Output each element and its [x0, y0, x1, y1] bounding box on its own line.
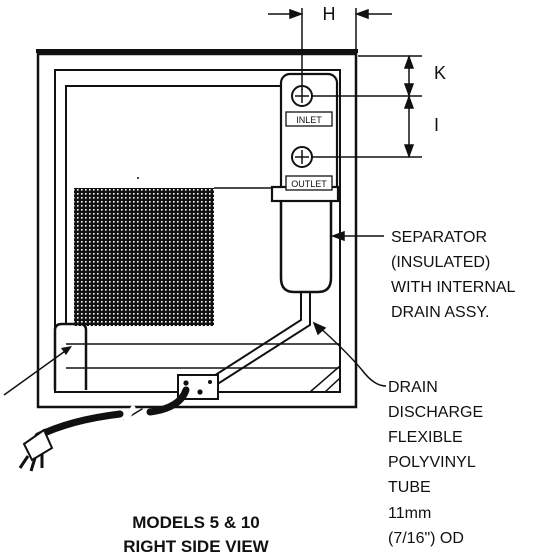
- drain-line-1: DRAIN: [388, 379, 438, 396]
- dimension-k-i: [312, 54, 422, 159]
- power-plug: [18, 428, 54, 472]
- drain-line-7: (7/16") OD: [388, 530, 464, 547]
- inlet-port: INLET: [285, 85, 333, 127]
- drain-line-4: POLYVINYL: [388, 454, 476, 471]
- outlet-port: OUTLET: [285, 146, 333, 191]
- drain-leader: [312, 321, 387, 387]
- drain-line-2: DISCHARGE: [388, 404, 483, 421]
- dimension-k-label: K: [434, 63, 446, 83]
- compressor-box: [53, 322, 88, 390]
- separator-leader: [330, 230, 384, 242]
- drain-line-3: FLEXIBLE: [388, 429, 463, 446]
- separator-line-4: DRAIN ASSY.: [391, 304, 489, 321]
- title-line-1: MODELS 5 & 10: [132, 513, 260, 532]
- drain-callout: DRAIN DISCHARGE FLEXIBLE POLYVINYL TUBE …: [388, 379, 483, 547]
- dimension-h-label: H: [323, 4, 336, 24]
- separator-line-3: WITH INTERNAL: [391, 279, 516, 296]
- compressor-pointer: [3, 346, 72, 396]
- drain-tube: [191, 292, 311, 393]
- dimension-h: [268, 8, 392, 90]
- drain-line-5: TUBE: [388, 479, 431, 496]
- separator-callout: SEPARATOR (INSULATED) WITH INTERNAL DRAI…: [391, 229, 516, 321]
- cabinet-outline: [36, 49, 358, 409]
- inlet-label: INLET: [296, 115, 322, 125]
- power-cord: [34, 386, 190, 440]
- title-line-2: RIGHT SIDE VIEW: [123, 537, 269, 556]
- dimension-i-label: I: [434, 115, 439, 135]
- separator-line-2: (INSULATED): [391, 254, 490, 271]
- drain-line-6: 11mm: [388, 505, 431, 522]
- outlet-label: OUTLET: [291, 179, 327, 189]
- view-title: MODELS 5 & 10 RIGHT SIDE VIEW: [123, 513, 269, 556]
- condenser-grille: [74, 188, 214, 326]
- separator-line-1: SEPARATOR: [391, 229, 487, 246]
- separator-canister: [279, 201, 333, 294]
